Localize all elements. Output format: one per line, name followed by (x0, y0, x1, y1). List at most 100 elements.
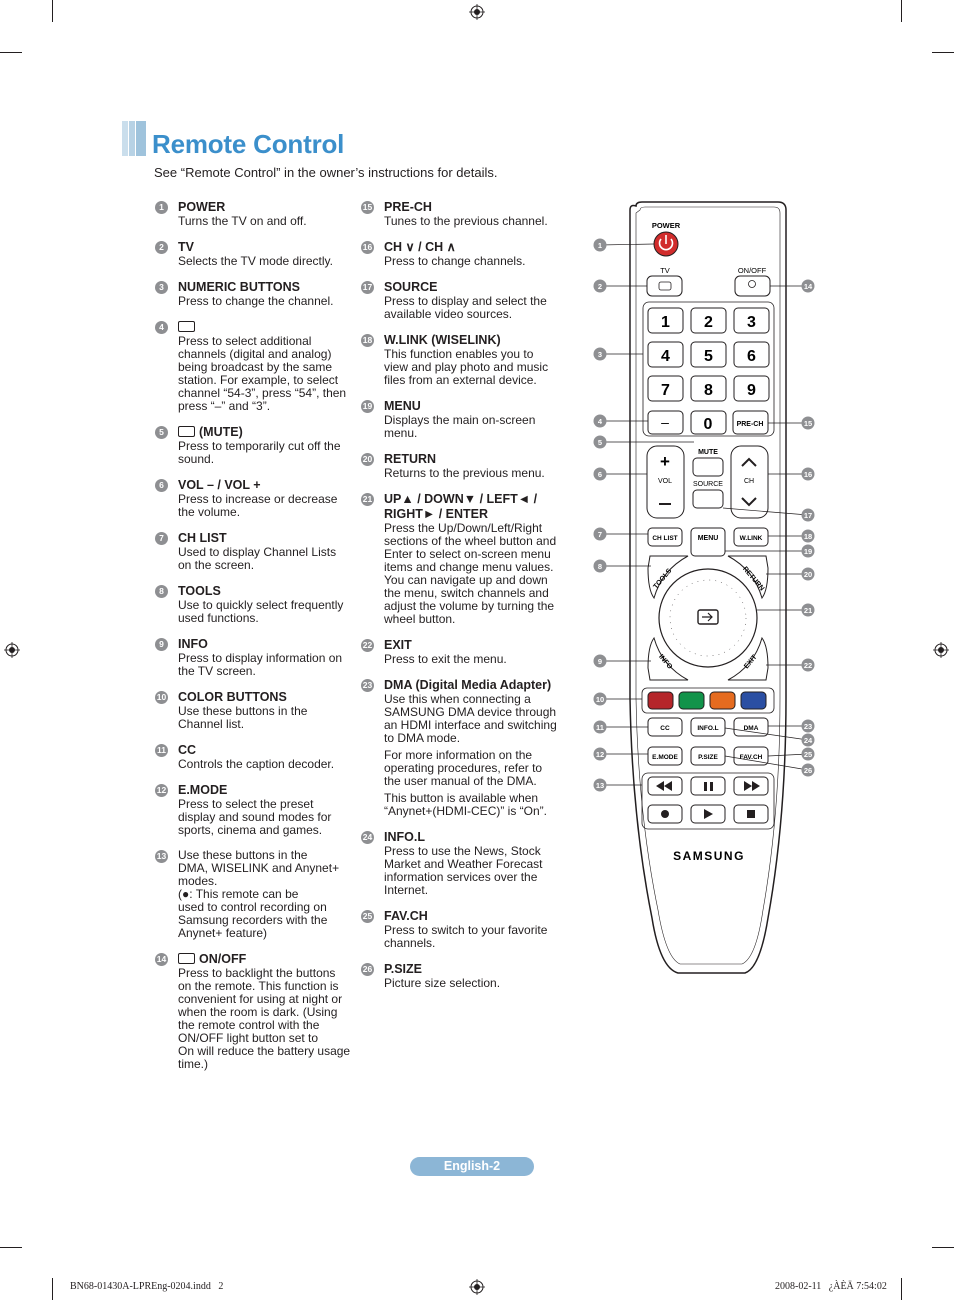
item-description: Press to change channels. (384, 254, 526, 268)
item-title: P.SIZE (384, 962, 564, 977)
digit-button-9 (733, 375, 770, 402)
item-title: RETURN (384, 452, 564, 467)
item-number-badge: 9 (155, 638, 168, 651)
digit-label: 1 (661, 314, 670, 331)
item-title: FAV.CH (384, 909, 564, 924)
registration-mark-icon (933, 642, 949, 658)
callout-line (599, 243, 655, 246)
callout-number: 10 (596, 695, 604, 704)
item-number-badge: 5 (155, 426, 168, 439)
pause-button (690, 776, 726, 796)
item-title-text: CC (178, 743, 197, 757)
infol-button (690, 717, 726, 737)
callout-number: 1 (598, 241, 602, 250)
footer-filename: BN68-01430A-LPREng-0204.indd 2 (70, 1281, 224, 1292)
color-button-4 (740, 691, 767, 710)
digit-button-6 (733, 341, 770, 368)
callout-badge (593, 559, 607, 573)
onoff-label: ON/OFF (738, 266, 767, 275)
callout-number: 9 (598, 657, 602, 666)
tools-button (647, 555, 689, 600)
item-description: Press to exit the menu. (384, 652, 507, 666)
power-label: POWER (652, 221, 681, 230)
callout-badge (593, 414, 607, 428)
callout-number: 8 (598, 562, 602, 571)
svg-text:E.MODE: E.MODE (652, 754, 678, 761)
crop-mark (52, 0, 53, 22)
onoff-button (734, 275, 771, 297)
svg-text:VOL: VOL (658, 478, 672, 485)
item-title: UP▲ / DOWN▼ / LEFT◄ / RIGHT► / ENTER (384, 492, 564, 522)
item-description: Displays the main on-screen menu. (384, 413, 536, 440)
callout-number: 25 (804, 750, 812, 759)
item-title: W.LINK (WISELINK) (384, 333, 564, 348)
item-number-badge: 13 (155, 850, 168, 863)
digit-label: 5 (704, 348, 713, 365)
light-bulb-icon (178, 953, 195, 964)
callout-badge (801, 279, 815, 293)
callout-number: 11 (596, 723, 604, 732)
page-number-pill: English-2 (410, 1157, 534, 1176)
item-description: Press to display information on the TV s… (178, 651, 343, 678)
crop-mark (901, 1278, 902, 1300)
item-description: Use these buttons in the DMA, WISELINK a… (178, 848, 340, 940)
item-description: Turns the TV on and off. (178, 214, 307, 228)
item-number-badge: 26 (361, 963, 374, 976)
item-description: Picture size selection. (384, 976, 501, 990)
item-description: This function enables you to view and pl… (384, 347, 549, 387)
item-title: PRE-CH (384, 200, 564, 215)
item-description: Press to change the channel. (178, 294, 334, 308)
footer-timestamp: 2008-02-11 ¿ÀÈÄ 7:54:02 (775, 1281, 887, 1292)
svg-text:MENU: MENU (698, 535, 719, 542)
callout-number: 24 (804, 736, 813, 745)
svg-text:PRE-CH: PRE-CH (737, 421, 764, 428)
item-number-badge: 20 (361, 453, 374, 466)
digit-label: 4 (661, 348, 670, 365)
item-number-badge: 25 (361, 910, 374, 923)
item-title: INFO (178, 637, 358, 652)
callout-number: 4 (598, 417, 603, 426)
mute-button (692, 457, 724, 477)
source-button (692, 489, 724, 509)
digit-label: 9 (747, 382, 756, 399)
item-title-text: NUMERIC BUTTONS (178, 280, 300, 294)
callout-badge (801, 763, 815, 777)
item-title-text: MENU (384, 399, 421, 413)
dash-key-icon (178, 321, 195, 332)
item-title: MENU (384, 399, 564, 414)
item-description: Press the Up/Down/Left/Right sections of… (384, 521, 557, 626)
item-description: Selects the TV mode directly. (178, 254, 333, 268)
item-number-badge: 15 (361, 201, 374, 214)
svg-text:+: + (660, 452, 670, 471)
item-title-text: EXIT (384, 638, 412, 652)
emode-button (647, 746, 683, 766)
item-number-badge: 19 (361, 400, 374, 413)
prech-button (732, 410, 769, 435)
item-title: (MUTE) (178, 425, 358, 440)
callout-number: 3 (598, 350, 602, 359)
callout-badge (801, 544, 815, 558)
callout-number: 19 (804, 547, 812, 556)
intro-text: See “Remote Control” in the owner’s inst… (154, 165, 498, 180)
svg-text:SOURCE: SOURCE (693, 481, 723, 488)
item-title-text: CH ∨ / CH ∧ (384, 240, 456, 254)
item-title (178, 320, 358, 335)
callout-badge (593, 279, 607, 293)
digit-button-7 (647, 375, 684, 402)
digit-button-1 (647, 307, 684, 334)
item-title-text: P.SIZE (384, 962, 422, 976)
item-description: This button is available when “Anynet+(H… (384, 791, 548, 818)
svg-text:CH LIST: CH LIST (652, 535, 677, 542)
callout-number: 17 (804, 511, 812, 520)
item-number-badge: 17 (361, 281, 374, 294)
